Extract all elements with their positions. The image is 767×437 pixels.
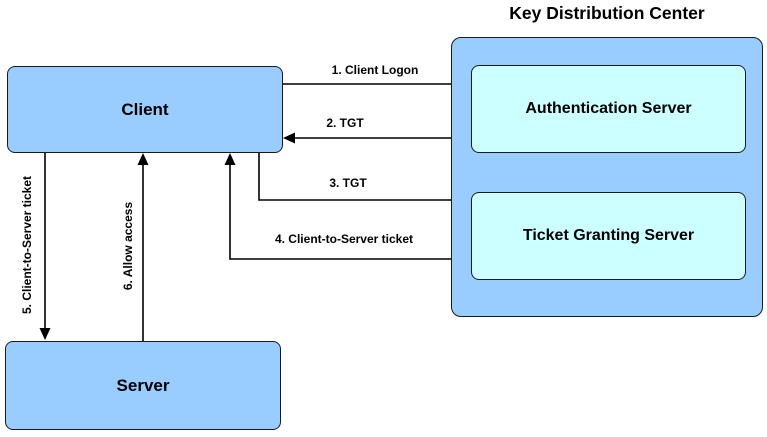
arrow-tgt-send-line <box>258 153 459 201</box>
client-box: Client <box>7 66 283 153</box>
arrowhead-up-icon <box>224 153 236 165</box>
arrow-cts-ticket-return-line <box>229 165 471 260</box>
ticket-granting-server-label: Ticket Granting Server <box>522 227 695 244</box>
message-label-client-logon: 1. Client Logon <box>331 63 419 77</box>
arrowhead-left-icon <box>283 132 295 144</box>
arrow-tgt-return <box>283 132 471 144</box>
arrow-client-logon <box>283 78 471 90</box>
arrowhead-down-icon <box>39 328 51 340</box>
server-box: Server <box>5 341 281 430</box>
kdc-title: Key Distribution Center <box>509 3 705 23</box>
server-label: Server <box>116 375 170 395</box>
ticket-granting-server-box: Ticket Granting Server <box>471 192 746 280</box>
message-label-tgt-send: 3. TGT <box>329 176 367 190</box>
arrowhead-up-icon <box>137 153 149 165</box>
client-label: Client <box>121 99 169 119</box>
message-label-tgt-return: 2. TGT <box>326 116 364 130</box>
arrow-cts-ticket-return <box>224 153 471 260</box>
authentication-server-label: Authentication Server <box>525 100 692 117</box>
authentication-server-box: Authentication Server <box>471 65 746 153</box>
message-label-cts-ticket-return: 4. Client-to-Server ticket <box>274 232 414 246</box>
arrow-cts-ticket-to-server <box>39 153 51 340</box>
message-label-allow-access: 6. Allow access <box>121 201 135 291</box>
arrow-allow-access <box>137 153 149 341</box>
message-label-cts-ticket-to-server: 5. Client-to-Server ticket <box>20 175 34 315</box>
